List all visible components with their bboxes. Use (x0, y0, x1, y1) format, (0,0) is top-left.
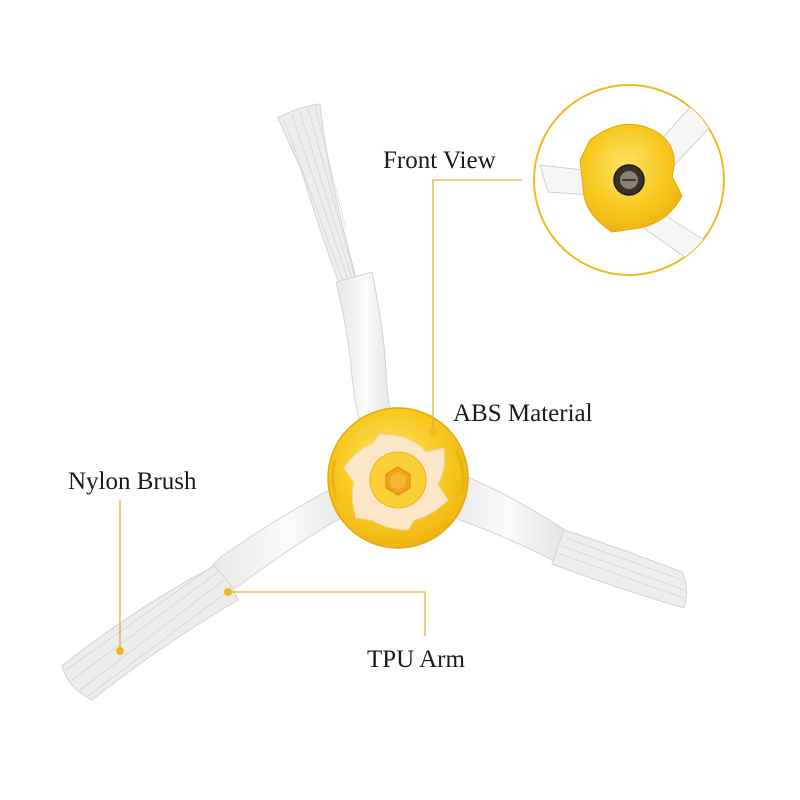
callout-lines (119, 179, 522, 650)
tpu-arm-leader (228, 591, 426, 636)
front-view-inset (533, 84, 725, 276)
right-bristles (551, 529, 688, 609)
callout-dots (116, 428, 437, 655)
upper-arm (277, 103, 397, 447)
abs-material-label: ABS Material (453, 400, 593, 427)
lower-arm (61, 477, 365, 701)
front-view-label: Front View (383, 147, 496, 174)
nylon-brush-label: Nylon Brush (68, 468, 197, 495)
tpu-arm-label: TPU Arm (367, 646, 465, 673)
center-hub (327, 407, 469, 549)
right-arm (444, 476, 688, 609)
lower-bristles (61, 565, 239, 701)
front-view-leader (432, 179, 522, 430)
upper-bristles (277, 103, 358, 287)
